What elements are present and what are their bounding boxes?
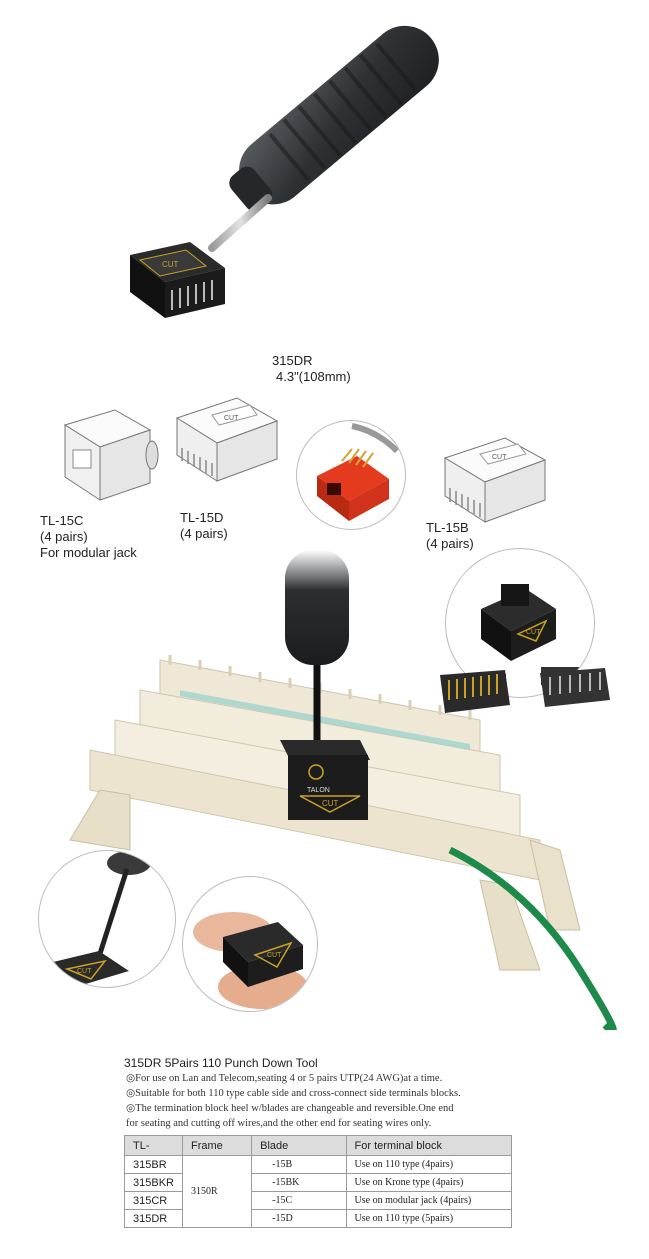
row-use: Use on Krone type (4pairs) — [345, 1173, 513, 1192]
blade-tl-15b-name: TL-15B — [426, 520, 469, 535]
row-model: 315DR — [124, 1209, 183, 1228]
hero-model-label: 315DR — [272, 353, 313, 368]
tool-handle — [229, 25, 439, 212]
svg-text:CUT: CUT — [492, 454, 507, 461]
tool-tip-illustration: CUT — [49, 851, 151, 987]
row-use: Use on modular jack (4pairs) — [345, 1191, 513, 1210]
tool-shaft — [208, 194, 272, 252]
modular-jack-illustration — [317, 423, 400, 521]
tool-head-logo-text: CUT — [162, 260, 179, 269]
product-title: 315DR 5Pairs 110 Punch Down Tool — [124, 1056, 318, 1070]
hero-length-label: 4.3"(108mm) — [276, 369, 351, 384]
table-row: 315DR -15D Use on 110 type (5pairs) — [124, 1209, 513, 1228]
punch-down-tool-illustration: CUT — [130, 25, 439, 318]
inserted-tool-cut: CUT — [322, 799, 339, 808]
header-terminal-block: For terminal block — [345, 1135, 513, 1156]
network-cable — [448, 846, 617, 1030]
modular-jack-detail-circle — [296, 420, 406, 530]
hand-changing-blade-illustration: CUT — [193, 912, 308, 1009]
row-blade: -15BK — [251, 1173, 347, 1192]
blade-tl-15d-pairs: (4 pairs) — [180, 526, 228, 541]
row-frame: 3150R — [181, 1155, 253, 1228]
blade-tl-15d-name: TL-15D — [180, 510, 224, 525]
spec-table-header: TL- Frame Blade For terminal block — [124, 1135, 513, 1156]
blade-tl-15d-illustration: CUT — [175, 397, 279, 482]
spec-table: TL- Frame Blade For terminal block 315BR… — [124, 1135, 513, 1228]
tool-head: CUT — [130, 242, 225, 318]
blade-tl-15b-pairs: (4 pairs) — [426, 536, 474, 551]
row-model: 315BKR — [124, 1173, 183, 1192]
hand-changing-blade-circle: CUT — [182, 876, 318, 1012]
svg-text:CUT: CUT — [267, 952, 282, 959]
header-frame: Frame — [181, 1135, 253, 1156]
tool-tip-detail-circle: CUT — [38, 850, 176, 988]
row-model: 315CR — [124, 1191, 183, 1210]
inserted-tool-brand: TALON — [307, 787, 330, 794]
table-row: 315BR 3150R -15B Use on 110 type (4pairs… — [124, 1155, 513, 1228]
row-model: 315BR — [124, 1155, 183, 1174]
row-use: Use on 110 type (4pairs) — [345, 1155, 513, 1174]
description-line-3: ◎The termination block heel w/blades are… — [126, 1103, 454, 1114]
description-line-2: ◎Suitable for both 110 type cable side a… — [126, 1088, 461, 1099]
blade-tl-15c-note: For modular jack — [40, 545, 137, 560]
header-blade: Blade — [251, 1135, 347, 1156]
row-blade: -15D — [251, 1209, 347, 1228]
blade-parts-illustration — [440, 668, 610, 713]
row-blade: -15C — [251, 1191, 347, 1210]
row-blade: -15B — [251, 1155, 347, 1174]
header-tl: TL- — [124, 1135, 183, 1156]
description-line-1: ◎For use on Lan and Telecom,seating 4 or… — [126, 1073, 443, 1084]
blade-tl-15b-illustration: CUT — [443, 437, 547, 523]
inserted-tool: TALON CUT — [280, 550, 370, 820]
svg-text:CUT: CUT — [526, 629, 541, 636]
svg-text:CUT: CUT — [77, 968, 92, 975]
svg-text:CUT: CUT — [224, 415, 239, 422]
table-row: 315BKR -15BK Use on Krone type (4pairs) — [124, 1173, 513, 1192]
blade-tl-15c-name: TL-15C — [40, 513, 84, 528]
description-line-4: for seating and cutting off wires,and th… — [126, 1118, 432, 1129]
table-row: 315CR -15C Use on modular jack (4pairs) — [124, 1191, 513, 1210]
blade-tl-15c-pairs: (4 pairs) — [40, 529, 88, 544]
blade-tl-15c-illustration — [63, 409, 159, 501]
row-use: Use on 110 type (5pairs) — [345, 1209, 513, 1228]
terminal-block-scene: TALON CUT — [69, 550, 617, 1030]
